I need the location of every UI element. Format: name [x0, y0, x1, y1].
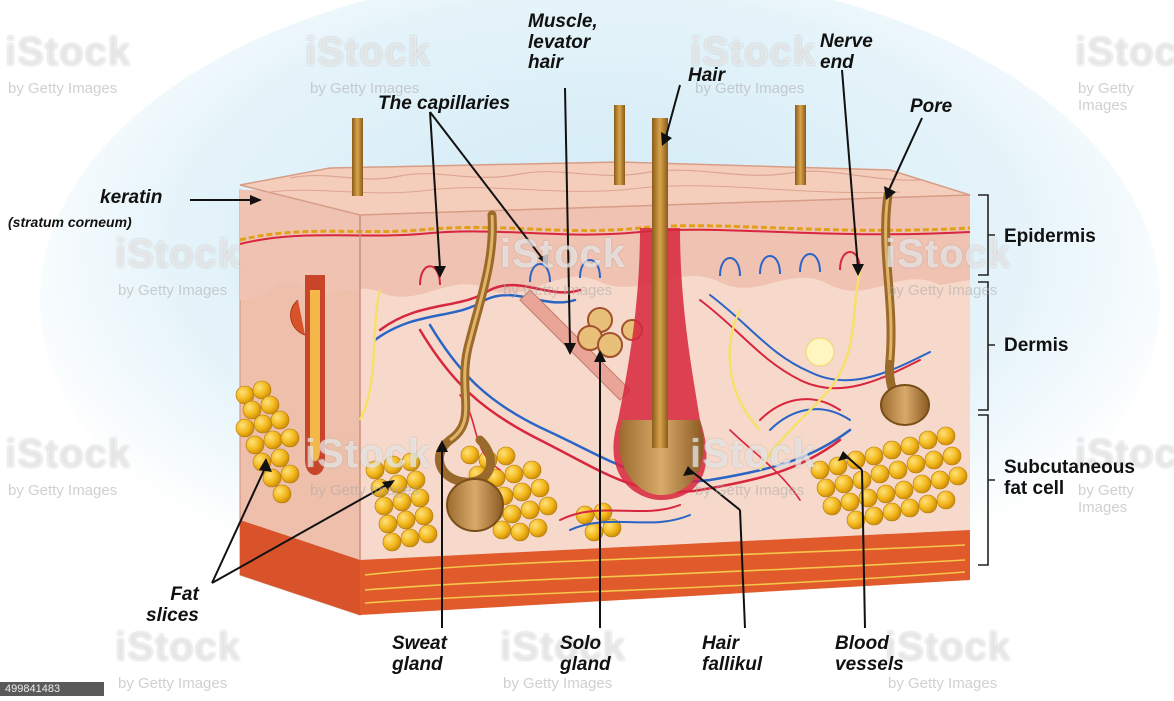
watermark: iStock [885, 232, 1011, 277]
sweat-gland-coil [447, 479, 503, 531]
watermark: iStock [5, 30, 131, 75]
label-epidermis: Epidermis [1004, 227, 1096, 248]
watermark-sub: by Getty Images [8, 80, 117, 97]
watermark: iStock [1075, 30, 1174, 75]
hair-shaft-right [795, 105, 806, 185]
nerve-receptor [806, 338, 834, 366]
label-pore: Pore [910, 97, 952, 118]
watermark-sub: by Getty Images [118, 282, 227, 299]
watermark-sub: by Getty Images [310, 482, 419, 499]
watermark-sub: by Getty Images [1078, 80, 1174, 114]
hair-shaft-left [352, 118, 363, 196]
hair-shaft-mid [614, 105, 625, 185]
watermark-sub: by Getty Images [503, 282, 612, 299]
watermark: iStock [115, 625, 241, 670]
watermark-sub: by Getty Images [118, 675, 227, 692]
watermark: iStock [885, 625, 1011, 670]
watermark: iStock [305, 30, 431, 75]
watermark-sub: by Getty Images [503, 675, 612, 692]
pore-gland-coil [881, 385, 929, 425]
hair-shaft-central [652, 118, 668, 448]
watermark: iStock [115, 232, 241, 277]
label-stratum-corneum: (stratum corneum) [8, 215, 132, 230]
watermark-sub: by Getty Images [888, 282, 997, 299]
watermark-sub: by Getty Images [695, 482, 804, 499]
label-capillaries: The capillaries [378, 94, 510, 115]
watermark: iStock [690, 432, 816, 477]
watermark-sub: by Getty Images [8, 482, 117, 499]
watermark-sub: by Getty Images [888, 675, 997, 692]
label-dermis: Dermis [1004, 336, 1068, 357]
watermark: iStock [305, 432, 431, 477]
stock-image-id: 499841483 [0, 682, 104, 696]
label-keratin: keratin [100, 188, 162, 209]
watermark: iStock [5, 432, 131, 477]
label-hair: Hair [688, 66, 725, 87]
watermark: iStock [500, 232, 626, 277]
